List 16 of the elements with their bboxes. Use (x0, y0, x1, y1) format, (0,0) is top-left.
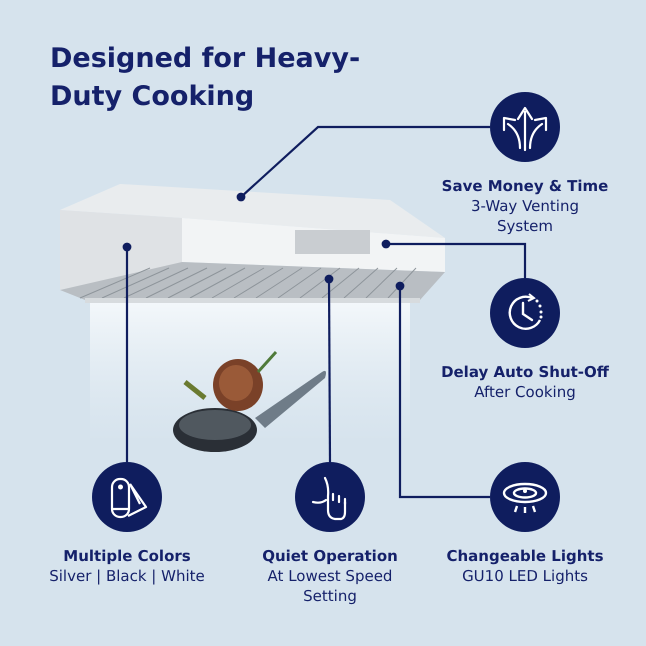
title: Designed for Heavy-Duty Cooking (50, 42, 362, 114)
feature-description: At Lowest Speed Setting (268, 566, 392, 606)
feature-description: GU10 LED Lights (462, 566, 588, 586)
feature-description: After Cooking (474, 382, 576, 402)
leader-line (122, 242, 132, 462)
feature-heading: Save Money & Time (442, 176, 608, 196)
feature-heading: Delay Auto Shut-Off (441, 362, 609, 382)
leader-line (324, 274, 334, 462)
feature-heading: Changeable Lights (446, 546, 604, 566)
leader-line (382, 240, 526, 278)
feature-heading: Multiple Colors (63, 546, 191, 566)
feature-heading: Quiet Operation (262, 546, 398, 566)
feature-description: 3-Way Venting System (470, 196, 580, 236)
leader-line (396, 282, 490, 498)
feature-description: Silver | Black | White (49, 566, 205, 586)
leader-line (236, 126, 490, 202)
